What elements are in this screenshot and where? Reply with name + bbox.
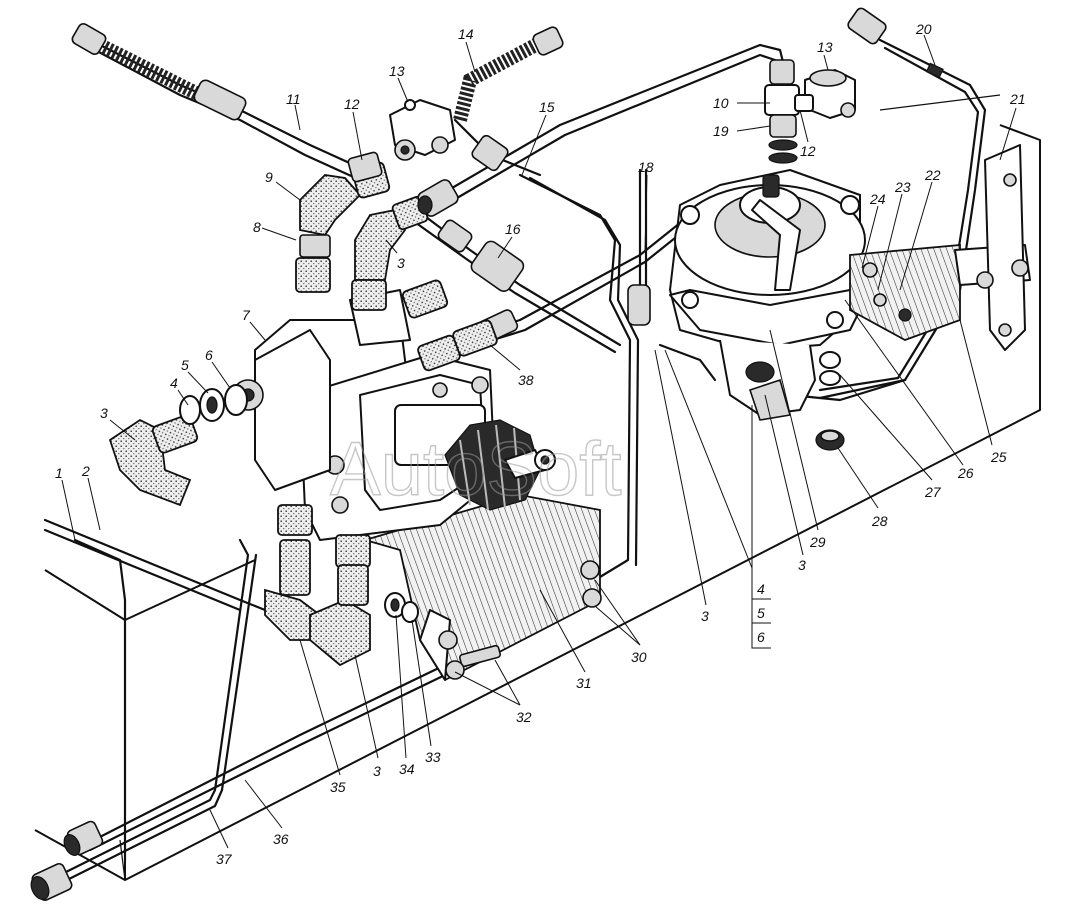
pressure-sensor-13-left [389, 99, 456, 161]
callout-24: 24 [869, 191, 886, 207]
callout-18: 18 [638, 159, 654, 175]
callout-labels: 1 2 3 4 5 6 7 8 9 11 12 13 14 15 16 3 38… [55, 21, 1026, 867]
callout-3-far-right: 3 [701, 608, 709, 624]
callout-12-right: 12 [800, 143, 816, 159]
pipe-16 [403, 203, 622, 354]
callout-35: 35 [330, 779, 346, 795]
connector-15-right [471, 134, 509, 172]
callout-27: 27 [924, 484, 942, 500]
callout-33: 33 [425, 749, 441, 765]
callout-11: 11 [286, 91, 301, 107]
pipe-nut-lower-1 [63, 820, 104, 856]
callout-12: 12 [344, 96, 360, 112]
callout-9: 9 [265, 169, 273, 185]
callout-4: 4 [170, 375, 178, 391]
leader-lines [61, 34, 1017, 849]
connector-12-left [347, 151, 383, 183]
callout-3: 3 [100, 405, 108, 421]
watermark: AutoSoft [330, 427, 622, 512]
callout-19: 19 [713, 123, 729, 139]
callout-21: 21 [1009, 91, 1026, 107]
callout-1: 1 [55, 465, 63, 481]
callout-7: 7 [242, 307, 251, 323]
hose-14 [453, 26, 564, 177]
bracket-31 [361, 494, 602, 682]
callout-3-right: 3 [798, 557, 806, 573]
callout-30: 30 [631, 649, 647, 665]
callout-2: 2 [81, 463, 90, 479]
washers-33-34 [384, 592, 419, 623]
connector-stack-left [401, 279, 498, 372]
pressure-sensor-13-right [804, 69, 856, 119]
callout-10: 10 [713, 95, 729, 111]
callout-13-right: 13 [817, 39, 833, 55]
washer-27 [819, 370, 841, 386]
callout-28: 28 [871, 513, 888, 529]
brake-valve-29 [669, 169, 866, 421]
pipe-run-lower [43, 518, 447, 888]
washers-4-5-6 [179, 384, 248, 425]
elbow-3-lower [309, 534, 371, 667]
elbow-3-left [108, 414, 199, 507]
pipe-nut-15 [417, 179, 459, 217]
callout-34: 34 [399, 761, 415, 777]
pipe-nut-lower-2 [30, 862, 73, 902]
callout-5: 5 [181, 357, 189, 373]
callout-13: 13 [389, 63, 405, 79]
pipe-connector-right [879, 94, 1041, 141]
callout-26: 26 [957, 465, 974, 481]
callout-32: 32 [516, 709, 532, 725]
nut-28 [815, 429, 845, 451]
callout-8: 8 [253, 219, 261, 235]
bracket-25 [849, 144, 1031, 351]
hose-11 [71, 23, 367, 182]
callout-20: 20 [915, 21, 932, 37]
callout-38: 38 [518, 372, 534, 388]
pipe-15 [438, 43, 787, 582]
callout-23: 23 [894, 179, 911, 195]
callout-36: 36 [273, 831, 289, 847]
callout-5-right: 5 [757, 605, 765, 621]
fitting-stack-10-19 [764, 59, 814, 164]
callout-22: 22 [924, 167, 941, 183]
callout-37: 37 [216, 851, 233, 867]
callout-6: 6 [205, 347, 213, 363]
callout-31: 31 [576, 675, 592, 691]
callout-29: 29 [809, 534, 826, 550]
elbow-35 [264, 504, 321, 641]
callout-3-upper: 3 [397, 255, 405, 271]
callout-6-right: 6 [757, 629, 765, 645]
callout-25: 25 [990, 449, 1007, 465]
callout-15: 15 [539, 99, 555, 115]
callout-3-bottom: 3 [373, 763, 381, 779]
callout-14: 14 [458, 26, 474, 42]
callout-16: 16 [505, 221, 521, 237]
elbow-9 [295, 161, 391, 293]
callout-4-right: 4 [757, 581, 765, 597]
rubber-boot [444, 419, 556, 511]
